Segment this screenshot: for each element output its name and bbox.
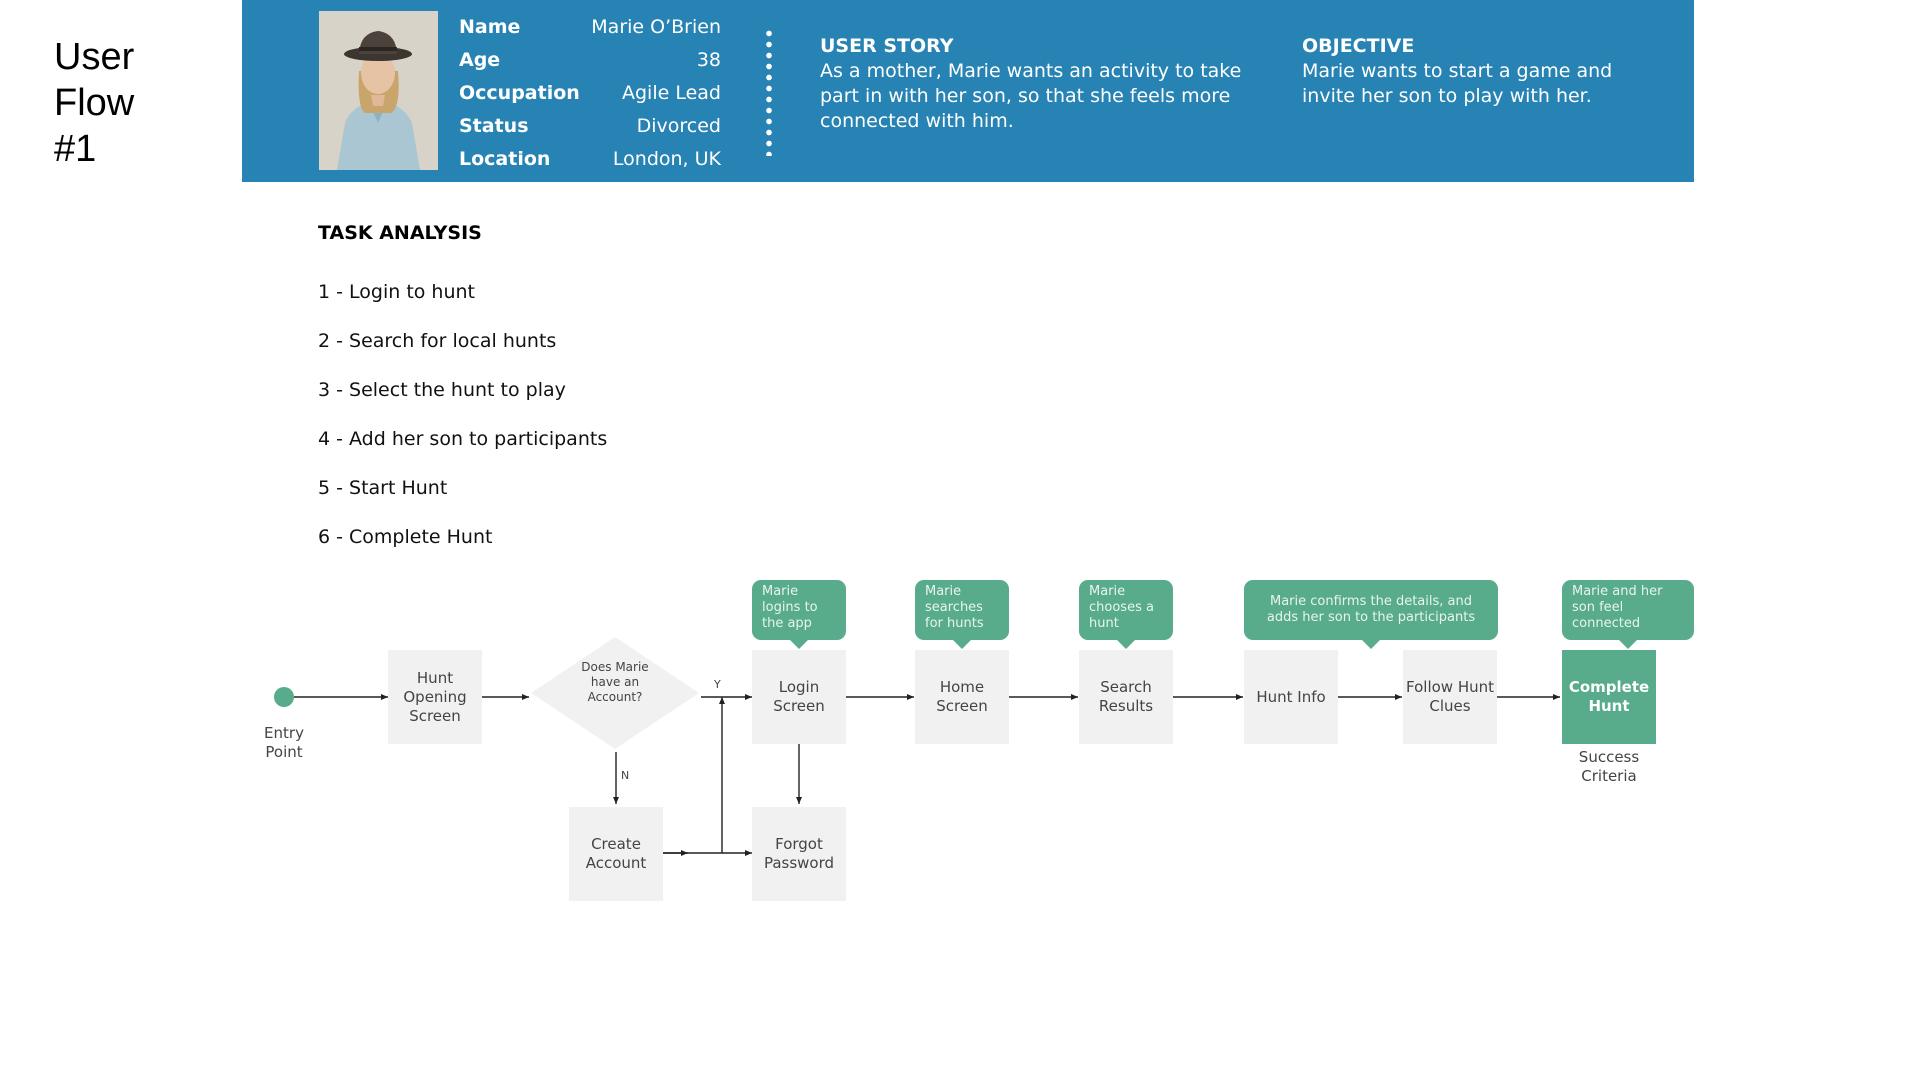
step-hunt-info: Hunt Info xyxy=(1244,650,1338,744)
task-step: 3 - Select the hunt to play xyxy=(318,379,566,401)
step-create-account: Create Account xyxy=(569,807,663,901)
success-criteria-label: Success Criteria xyxy=(1578,748,1640,785)
step-hunt-opening-screen: Hunt Opening Screen xyxy=(388,650,482,744)
profile-row-location: Location London, UK xyxy=(459,144,721,177)
profile-key: Name xyxy=(459,16,521,38)
note-login: Marie logins to the app xyxy=(752,580,846,649)
profile-key: Status xyxy=(459,115,529,137)
page-title-line: Flow xyxy=(54,82,135,124)
note-home: Marie searches for hunts xyxy=(915,580,1009,649)
page-title-line: User xyxy=(54,36,135,78)
profile-row-name: Name Marie O’Brien xyxy=(459,12,721,45)
user-story-text: As a mother, Marie wants an activity to … xyxy=(820,60,1242,132)
step-login-screen: Login Screen xyxy=(752,650,846,744)
step-forgot-password: Forgot Password xyxy=(752,807,846,901)
profile-row-occupation: Occupation Agile Lead xyxy=(459,78,721,111)
note-complete: Marie and her son feel connected xyxy=(1562,580,1694,649)
profile-value: Marie O’Brien xyxy=(591,16,721,38)
entry-point-label: Entry Point xyxy=(264,724,304,761)
note-hunt-info: Marie confirms the details, and adds her… xyxy=(1244,580,1498,649)
step-search-results: Search Results xyxy=(1079,650,1173,744)
persona-photo-illustration xyxy=(319,11,438,170)
user-story-heading: USER STORY xyxy=(820,35,954,57)
dotted-divider xyxy=(766,28,772,156)
user-story: USER STORY As a mother, Marie wants an a… xyxy=(820,34,1260,134)
task-analysis-list: 1 - Login to hunt 2 - Search for local h… xyxy=(318,268,607,562)
persona-photo xyxy=(319,11,438,170)
task-analysis-heading: TASK ANALYSIS xyxy=(318,222,482,244)
page-title: User Flow #1 xyxy=(54,34,134,172)
decision-label: Does Marie have an Account? xyxy=(581,660,649,704)
profile-row-status: Status Divorced xyxy=(459,111,721,144)
profile-value: London, UK xyxy=(612,148,721,170)
profile-value: Divorced xyxy=(636,115,721,137)
task-step: 1 - Login to hunt xyxy=(318,281,476,303)
persona-banner: Name Marie O’Brien Age 38 Occupation Agi… xyxy=(242,0,1694,182)
task-step: 2 - Search for local hunts xyxy=(318,330,557,352)
task-step: 4 - Add her son to participants xyxy=(318,428,608,450)
decision-yes-label: Y xyxy=(714,678,721,691)
decision-no-label: N xyxy=(621,769,630,782)
profile-key: Occupation xyxy=(459,82,580,104)
profile-row-age: Age 38 xyxy=(459,45,721,78)
profile-key: Location xyxy=(459,148,551,170)
entry-point-dot xyxy=(274,687,294,707)
task-step: 6 - Complete Hunt xyxy=(318,526,493,548)
step-follow-hunt-clues: Follow Hunt Clues xyxy=(1403,650,1497,744)
profile-value: 38 xyxy=(696,49,721,71)
objective: OBJECTIVE Marie wants to start a game an… xyxy=(1302,34,1662,109)
profile-key: Age xyxy=(459,49,501,71)
objective-heading: OBJECTIVE xyxy=(1302,35,1415,57)
task-step: 5 - Start Hunt xyxy=(318,477,448,499)
persona-profile: Name Marie O’Brien Age 38 Occupation Agi… xyxy=(459,12,721,177)
objective-text: Marie wants to start a game and invite h… xyxy=(1302,60,1613,107)
profile-value: Agile Lead xyxy=(622,82,721,104)
step-home-screen: Home Screen xyxy=(915,650,1009,744)
page-title-line: #1 xyxy=(54,128,97,170)
note-search: Marie chooses a hunt xyxy=(1079,580,1173,649)
step-complete-hunt: Complete Hunt xyxy=(1562,650,1656,744)
